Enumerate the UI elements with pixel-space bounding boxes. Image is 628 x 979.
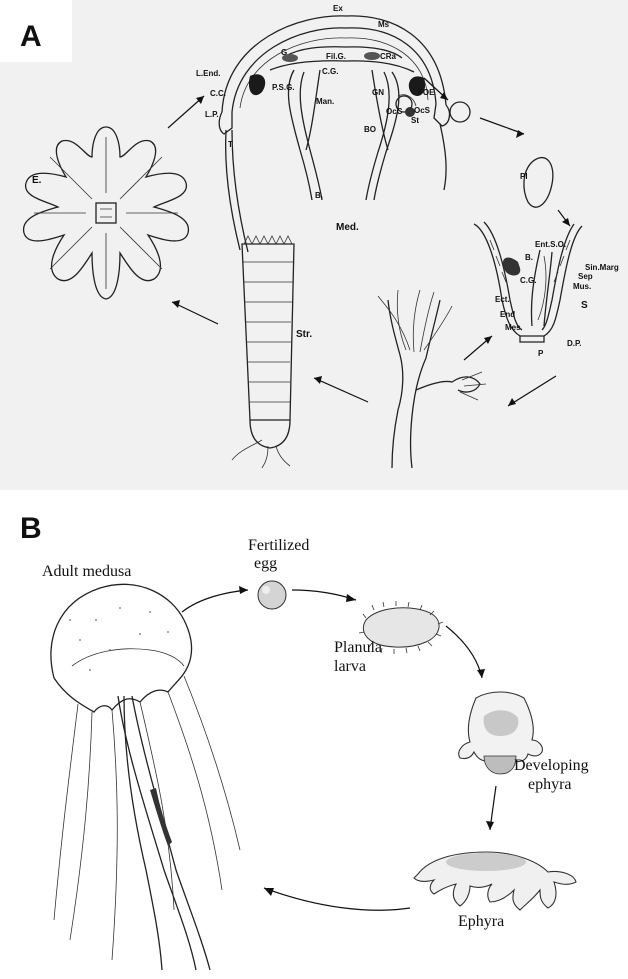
label-st: St — [411, 116, 419, 125]
label-lp: L.P. — [205, 110, 219, 119]
panel-b-diagram: Adult medusa Fertilized egg Planula larv… — [0, 490, 628, 979]
label-egg: egg — [254, 555, 277, 572]
planula-icon — [524, 158, 553, 208]
label-foe: FOE — [418, 88, 435, 97]
ephyra-icon — [414, 852, 576, 910]
label-man: Man. — [316, 97, 334, 106]
label-e: E. — [32, 175, 42, 186]
label-mus: Mus. — [573, 282, 591, 291]
label-gn: GN — [372, 88, 384, 97]
label-lend: L.End. — [196, 69, 220, 78]
label-p: P — [538, 349, 544, 358]
label-t: T — [228, 140, 233, 149]
label-occ: OcC — [386, 107, 403, 116]
label-end: End — [500, 310, 515, 319]
label-pl: Pl — [520, 172, 528, 181]
egg-icon-b — [258, 581, 286, 609]
label-bo: BO — [364, 125, 376, 134]
label-med: Med. — [336, 222, 359, 233]
label-dp: D.P. — [567, 339, 582, 348]
label-planula: Planula — [334, 639, 382, 656]
label-fertilized: Fertilized — [248, 537, 309, 554]
label-ephyra: Ephyra — [458, 913, 504, 930]
label-ect: Ect. — [495, 295, 510, 304]
label-ocs: OcS — [414, 106, 431, 115]
label-sep: Sep — [578, 272, 593, 281]
label-ex: Ex — [333, 4, 343, 13]
label-ephyra-dev: ephyra — [528, 776, 572, 793]
panel-a-letter: A — [20, 20, 42, 54]
label-cra: CRa — [380, 52, 397, 61]
label-larva: larva — [334, 658, 366, 675]
label-b-scy: B. — [525, 253, 533, 262]
label-cc: C.C. — [210, 89, 226, 98]
label-developing: Developing — [514, 757, 589, 774]
label-g: G — [281, 48, 287, 57]
label-psg: P.S.G. — [272, 83, 295, 92]
label-str: Str. — [296, 329, 312, 340]
egg-icon — [450, 102, 470, 122]
label-b-med: B. — [315, 191, 323, 200]
label-cg-top: C.G. — [322, 67, 338, 76]
panel-a-diagram: Ex Ms G Fil.G. CRa C.G. L.End. C.C. L.P.… — [0, 0, 628, 490]
label-sin-marg: Sin.Marg — [585, 263, 619, 272]
label-adult-medusa: Adult medusa — [42, 563, 131, 580]
label-mes: Mes — [505, 323, 521, 332]
label-s: S — [581, 300, 588, 311]
adult-medusa-icon — [51, 584, 240, 970]
panel-a: Ex Ms G Fil.G. CRa C.G. L.End. C.C. L.P.… — [0, 0, 628, 490]
strobila-icon — [232, 236, 294, 468]
label-ms: Ms — [378, 20, 390, 29]
polyp-icon — [378, 290, 486, 468]
ephyra-star-icon — [24, 127, 189, 299]
label-ent-so: Ent.S.O. — [535, 240, 566, 249]
label-fil-g: Fil.G. — [326, 52, 346, 61]
label-cg-scy: C.G. — [520, 276, 536, 285]
panel-b: B — [0, 490, 628, 979]
panel-a-labels: Ex Ms G Fil.G. CRa C.G. L.End. C.C. L.P.… — [32, 4, 619, 358]
